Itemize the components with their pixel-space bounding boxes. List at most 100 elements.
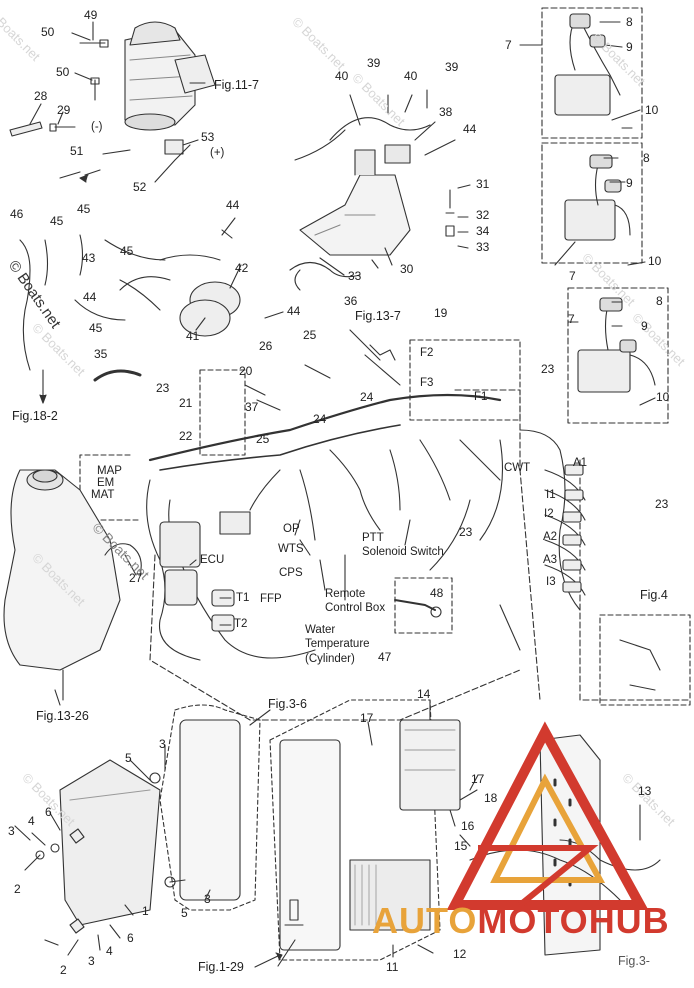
part-number-29: 29 <box>57 103 71 117</box>
part-number-22: 22 <box>179 429 193 443</box>
part-number-4: 4 <box>106 944 113 958</box>
label-t2: T2 <box>234 618 248 630</box>
part-number-8: 8 <box>643 151 650 165</box>
part-number-13: 13 <box>638 784 652 798</box>
part-number-39: 39 <box>445 60 459 74</box>
part-number-25: 25 <box>303 328 317 342</box>
part-number-33: 33 <box>348 269 362 283</box>
label-ffp: FFP <box>260 593 282 605</box>
part-number-17: 17 <box>471 772 485 786</box>
part-number-7: 7 <box>569 269 576 283</box>
part-number-10: 10 <box>648 254 662 268</box>
brand-part-3: HUB <box>588 900 670 941</box>
oil-tank <box>3 469 121 671</box>
label-plus: (+) <box>210 147 225 159</box>
part-number-37: 37 <box>245 400 259 414</box>
label-f1: F1 <box>474 391 488 403</box>
brand-part-1: AUTO <box>372 900 478 941</box>
part-number-17: 17 <box>360 711 374 725</box>
label-wts: WTS <box>278 543 304 555</box>
part-number-52: 52 <box>133 180 147 194</box>
fig-ref-18-2: Fig.18-2 <box>12 409 58 423</box>
label-map: MAP <box>97 465 122 477</box>
part-number-3: 3 <box>159 737 166 751</box>
part-number-41: 41 <box>186 329 200 343</box>
part-number-23: 23 <box>156 381 170 395</box>
part-number-33: 33 <box>476 240 490 254</box>
part-number-32: 32 <box>476 208 490 222</box>
part-number-8: 8 <box>656 294 663 308</box>
label-op: OP <box>283 523 300 535</box>
label-solenoid-switch: Solenoid Switch <box>362 546 444 558</box>
part-number-4: 4 <box>28 814 35 828</box>
part-number-10: 10 <box>645 103 659 117</box>
part-number-50: 50 <box>56 65 70 79</box>
part-number-20: 20 <box>239 364 253 378</box>
part-number-3: 3 <box>8 824 15 838</box>
part-number-8: 8 <box>626 15 633 29</box>
part-number-48: 48 <box>430 586 444 600</box>
label-f2: F2 <box>420 347 434 359</box>
label-i2: I2 <box>544 508 554 520</box>
label-minus: (-) <box>91 121 103 133</box>
part-number-7: 7 <box>505 38 512 52</box>
ignition-coil-3 <box>577 297 656 393</box>
cdi-unit <box>59 759 161 926</box>
label-mat: MAT <box>91 489 115 501</box>
part-number-42: 42 <box>235 261 249 275</box>
part-number-21: 21 <box>179 396 193 410</box>
part-number-23: 23 <box>541 362 555 376</box>
ignition-coil-2 <box>564 154 631 241</box>
label-i3: I3 <box>546 576 556 588</box>
part-number-49: 49 <box>84 8 98 22</box>
part-number-9: 9 <box>626 40 633 54</box>
starter-relays <box>119 254 241 337</box>
part-number-45: 45 <box>120 244 134 258</box>
part-number-15: 15 <box>454 839 468 853</box>
part-number-23: 23 <box>459 525 473 539</box>
label-cps: CPS <box>279 567 303 579</box>
part-number-27: 27 <box>129 571 143 585</box>
part-number-31: 31 <box>476 177 490 191</box>
fig-ref-3-6: Fig.3-6 <box>268 697 307 711</box>
label-em: EM <box>97 477 115 489</box>
part-number-30: 30 <box>400 262 414 276</box>
part-number-5: 5 <box>125 751 132 765</box>
label-i1: I1 <box>546 489 556 501</box>
part-number-38: 38 <box>439 105 453 119</box>
part-number-25: 25 <box>256 432 270 446</box>
part-number-6: 6 <box>127 931 134 945</box>
part-number-34: 34 <box>476 224 490 238</box>
part-number-53: 53 <box>201 130 215 144</box>
part-number-46: 46 <box>10 207 24 221</box>
part-number-1: 1 <box>142 904 149 918</box>
label-a1: A1 <box>573 457 588 469</box>
label-control-box: Control Box <box>325 602 386 614</box>
part-number-18: 18 <box>484 791 498 805</box>
label-t1: T1 <box>236 592 250 604</box>
part-number-3: 3 <box>88 954 95 968</box>
fig-ref-3-cut: Fig.3- <box>618 954 650 968</box>
part-number-11: 11 <box>386 960 399 974</box>
label-ecu: ECU <box>200 554 225 566</box>
part-number-51: 51 <box>70 144 84 158</box>
part-number-24: 24 <box>313 412 327 426</box>
part-number-40: 40 <box>335 69 349 83</box>
part-number-44: 44 <box>287 304 301 318</box>
fig-ref-4: Fig.4 <box>640 588 668 602</box>
brand-part-2: MOTO <box>477 900 589 941</box>
ignition-coil-1 <box>554 13 621 116</box>
part-number-16: 16 <box>461 819 475 833</box>
label-temperature: Temperature <box>305 638 370 650</box>
part-number-2: 2 <box>60 963 67 977</box>
part-number-45: 45 <box>89 321 103 335</box>
part-number-9: 9 <box>641 319 648 333</box>
rectifier <box>349 859 431 931</box>
part-number-50: 50 <box>41 25 55 39</box>
part-number-28: 28 <box>34 89 48 103</box>
label-ptt: PTT <box>362 532 384 544</box>
part-number-14: 14 <box>417 687 431 701</box>
label-cylinder: (Cylinder) <box>305 653 355 665</box>
